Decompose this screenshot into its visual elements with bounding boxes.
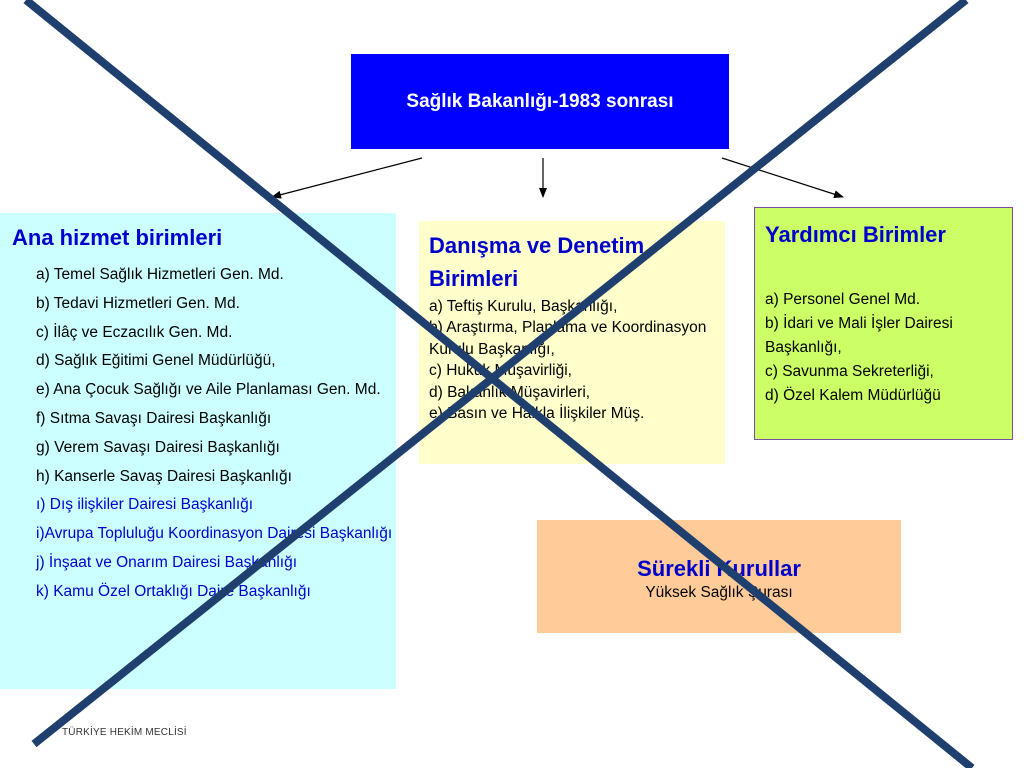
- list-item: b) Tedavi Hizmetleri Gen. Md.: [36, 294, 240, 312]
- permanent-councils-box: Sürekli Kurullar Yüksek Sağlık Şurası: [537, 520, 901, 633]
- list-item: c) Hukuk Müşavirliği,: [429, 362, 572, 380]
- list-item: d) Bakanlık Müşavirleri,: [429, 383, 591, 401]
- list-item: a) Temel Sağlık Hizmetleri Gen. Md.: [36, 266, 284, 283]
- arrow-to-left-box: [271, 157, 423, 199]
- auxiliary-units-box: Yardımcı Birimler a) Personel Genel Md. …: [754, 207, 1013, 440]
- list-item: ı) Dış ilişkiler Dairesi Başkanlığı: [36, 496, 254, 514]
- permanent-councils-subtitle: Yüksek Sağlık Şurası: [645, 583, 793, 601]
- list-item: g) Verem Savaşı Dairesi Başkanlığı: [36, 438, 280, 456]
- list-item: c) Savunma Sekreterliği,: [765, 363, 934, 380]
- list-item: e) Basın ve Halkla İlişkiler Müş.: [429, 405, 645, 423]
- list-item: b) Araştırma, Planlama ve Koordinasyon K…: [429, 319, 707, 358]
- advisory-inspection-units-list: a) Teftiş Kurulu, Başkanlığı, b) Araştır…: [429, 296, 725, 424]
- top-box: Sağlık Bakanlığı-1983 sonrası: [351, 54, 729, 149]
- list-item: j) İnşaat ve Onarım Dairesi Başkanlığı: [36, 553, 298, 571]
- list-item: e) Ana Çocuk Sağlığı ve Aile Planlaması …: [36, 381, 381, 399]
- permanent-councils-title: Sürekli Kurullar: [637, 555, 801, 581]
- arrow-to-right-box: [721, 157, 844, 199]
- main-service-units-list: a) Temel Sağlık Hizmetleri Gen. Md. b) T…: [36, 261, 396, 607]
- main-service-units-box: Ana hizmet birimleri a) Temel Sağlık Hiz…: [0, 213, 396, 689]
- list-item: a) Teftiş Kurulu, Başkanlığı,: [429, 298, 618, 315]
- top-box-title: Sağlık Bakanlığı-1983 sonrası: [406, 90, 674, 112]
- list-item: b) İdari ve Mali İşler Dairesi Başkanlığ…: [765, 315, 953, 356]
- list-item: a) Personel Genel Md.: [765, 291, 921, 308]
- advisory-inspection-units-box: Danışma ve Denetim Birimleri a) Teftiş K…: [419, 221, 725, 464]
- list-item: d) Sağlık Eğitimi Genel Müdürlüğü,: [36, 352, 276, 370]
- footer-text: TÜRKİYE HEKİM MECLİSİ: [62, 727, 187, 738]
- main-service-units-title: Ana hizmet birimleri: [12, 225, 223, 250]
- advisory-inspection-units-title: Danışma ve Denetim Birimleri: [429, 233, 645, 291]
- list-item: c) İlâç ve Eczacılık Gen. Md.: [36, 323, 233, 341]
- list-item: f) Sıtma Savaşı Dairesi Başkanlığı: [36, 409, 272, 427]
- list-item: k) Kamu Özel Ortaklığı Daire Başkanlığı: [36, 582, 311, 600]
- list-item: d) Özel Kalem Müdürlüğü: [765, 387, 941, 404]
- list-item: h) Kanserle Savaş Dairesi Başkanlığı: [36, 467, 292, 485]
- auxiliary-units-title: Yardımcı Birimler: [765, 222, 946, 247]
- list-item: i)Avrupa Topluluğu Koordinasyon Dairesi …: [36, 525, 393, 543]
- auxiliary-units-list: a) Personel Genel Md. b) İdari ve Mali İ…: [765, 288, 1010, 408]
